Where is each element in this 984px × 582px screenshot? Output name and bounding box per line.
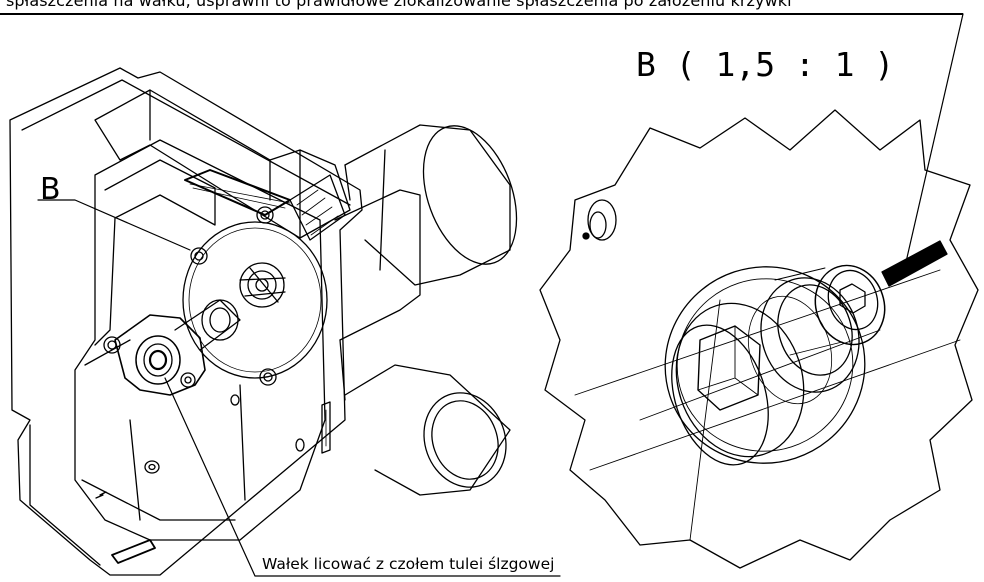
- lower-cylinder: [344, 364, 511, 496]
- socket-head-screw: [814, 264, 886, 346]
- marker-b-leader: [37, 199, 191, 251]
- front-frame: [74, 139, 326, 541]
- bottom-note: Wałek licować z czołem tulei ślzgowej: [262, 555, 555, 573]
- back-plate: [9, 67, 363, 576]
- marker-b-label: B: [40, 172, 61, 207]
- flat-marker: [881, 240, 948, 287]
- motor-housing: [94, 89, 351, 239]
- hub-outer: [664, 266, 866, 464]
- bearing-flange: [114, 314, 206, 396]
- header-leader: [905, 13, 964, 263]
- main-assembly: [9, 67, 518, 576]
- hex-bolt: [697, 325, 761, 411]
- detail-break-outline: [539, 109, 979, 569]
- upper-cylinder: [344, 124, 511, 286]
- detail-view-b: [539, 109, 979, 569]
- bottom-note-leader: [164, 377, 561, 577]
- header-note: spłaszczenia na wałku, usprawni to prawi…: [6, 0, 792, 10]
- header-underline: [0, 13, 963, 15]
- drive-disc: [182, 221, 328, 379]
- detail-view-label: B ( 1,5 : 1 ): [636, 45, 895, 84]
